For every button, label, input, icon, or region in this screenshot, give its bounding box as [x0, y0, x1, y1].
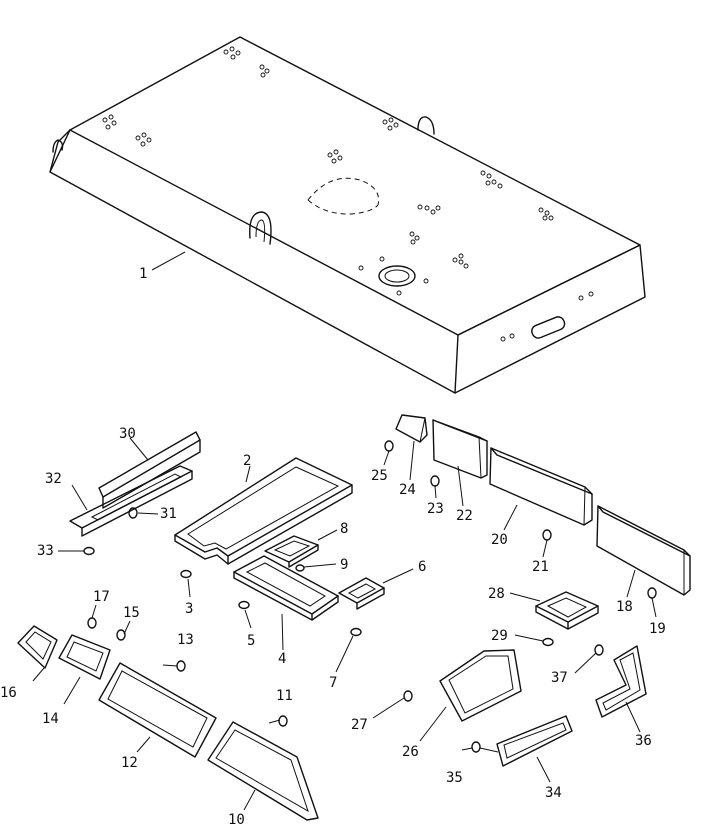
callout-29: 29 [491, 628, 508, 644]
part-22-block [432, 419, 488, 479]
callout-11: 11 [276, 688, 293, 704]
callout-34: 34 [545, 785, 562, 801]
callout-12: 12 [121, 755, 138, 771]
callout-24: 24 [399, 482, 416, 498]
callout-28: 28 [488, 586, 505, 602]
callout-8: 8 [340, 521, 348, 537]
part-36-frame [595, 645, 647, 718]
callout-35: 35 [446, 770, 463, 786]
part-16-pad [17, 625, 58, 669]
part-14-pad [58, 634, 111, 680]
part-26-frame [439, 649, 522, 722]
callout-15: 15 [123, 605, 140, 621]
callout-5: 5 [247, 633, 255, 649]
callout-30: 30 [119, 426, 136, 442]
callout-32: 32 [45, 471, 62, 487]
callout-4: 4 [278, 651, 286, 667]
part-24-block [395, 414, 428, 443]
callout-20: 20 [491, 532, 508, 548]
part-30-strip [98, 431, 201, 509]
callout-25: 25 [371, 468, 388, 484]
callout-36: 36 [635, 733, 652, 749]
callout-labels: 1 2 3 4 5 6 7 8 9 10 11 12 13 14 15 16 1… [0, 266, 666, 825]
callout-23: 23 [427, 501, 444, 517]
callout-22: 22 [456, 508, 473, 524]
part-32-strip [69, 465, 193, 537]
callout-18: 18 [616, 599, 633, 615]
callout-1: 1 [139, 266, 147, 282]
callout-19: 19 [649, 621, 666, 637]
part-2-plate [174, 457, 353, 565]
bolt-hole-clusters [102, 46, 594, 342]
part-34-frame [496, 715, 573, 767]
callout-10: 10 [228, 812, 245, 825]
part-28-pad [535, 591, 599, 630]
callout-2: 2 [243, 453, 251, 469]
leader-lines [32, 251, 657, 811]
part-18-block [596, 505, 691, 596]
callout-3: 3 [185, 601, 193, 617]
callout-37: 37 [551, 670, 568, 686]
callout-7: 7 [329, 675, 337, 691]
callout-6: 6 [418, 559, 426, 575]
part-4-frame [233, 555, 339, 621]
callout-33: 33 [37, 543, 54, 559]
part-8-pad [264, 535, 319, 568]
part-10-frame [207, 721, 319, 821]
callout-14: 14 [42, 711, 59, 727]
part-6-pad [338, 577, 385, 610]
part-12-frame [98, 662, 217, 758]
callout-16: 16 [0, 685, 17, 701]
part-1-cover-body [49, 36, 646, 394]
callout-21: 21 [532, 559, 549, 575]
part-20-block [489, 447, 593, 526]
callout-17: 17 [93, 589, 110, 605]
callout-31: 31 [160, 506, 177, 522]
washers [83, 440, 657, 753]
callout-9: 9 [340, 557, 348, 573]
callout-26: 26 [402, 744, 419, 760]
callout-27: 27 [351, 717, 368, 733]
callout-13: 13 [177, 632, 194, 648]
